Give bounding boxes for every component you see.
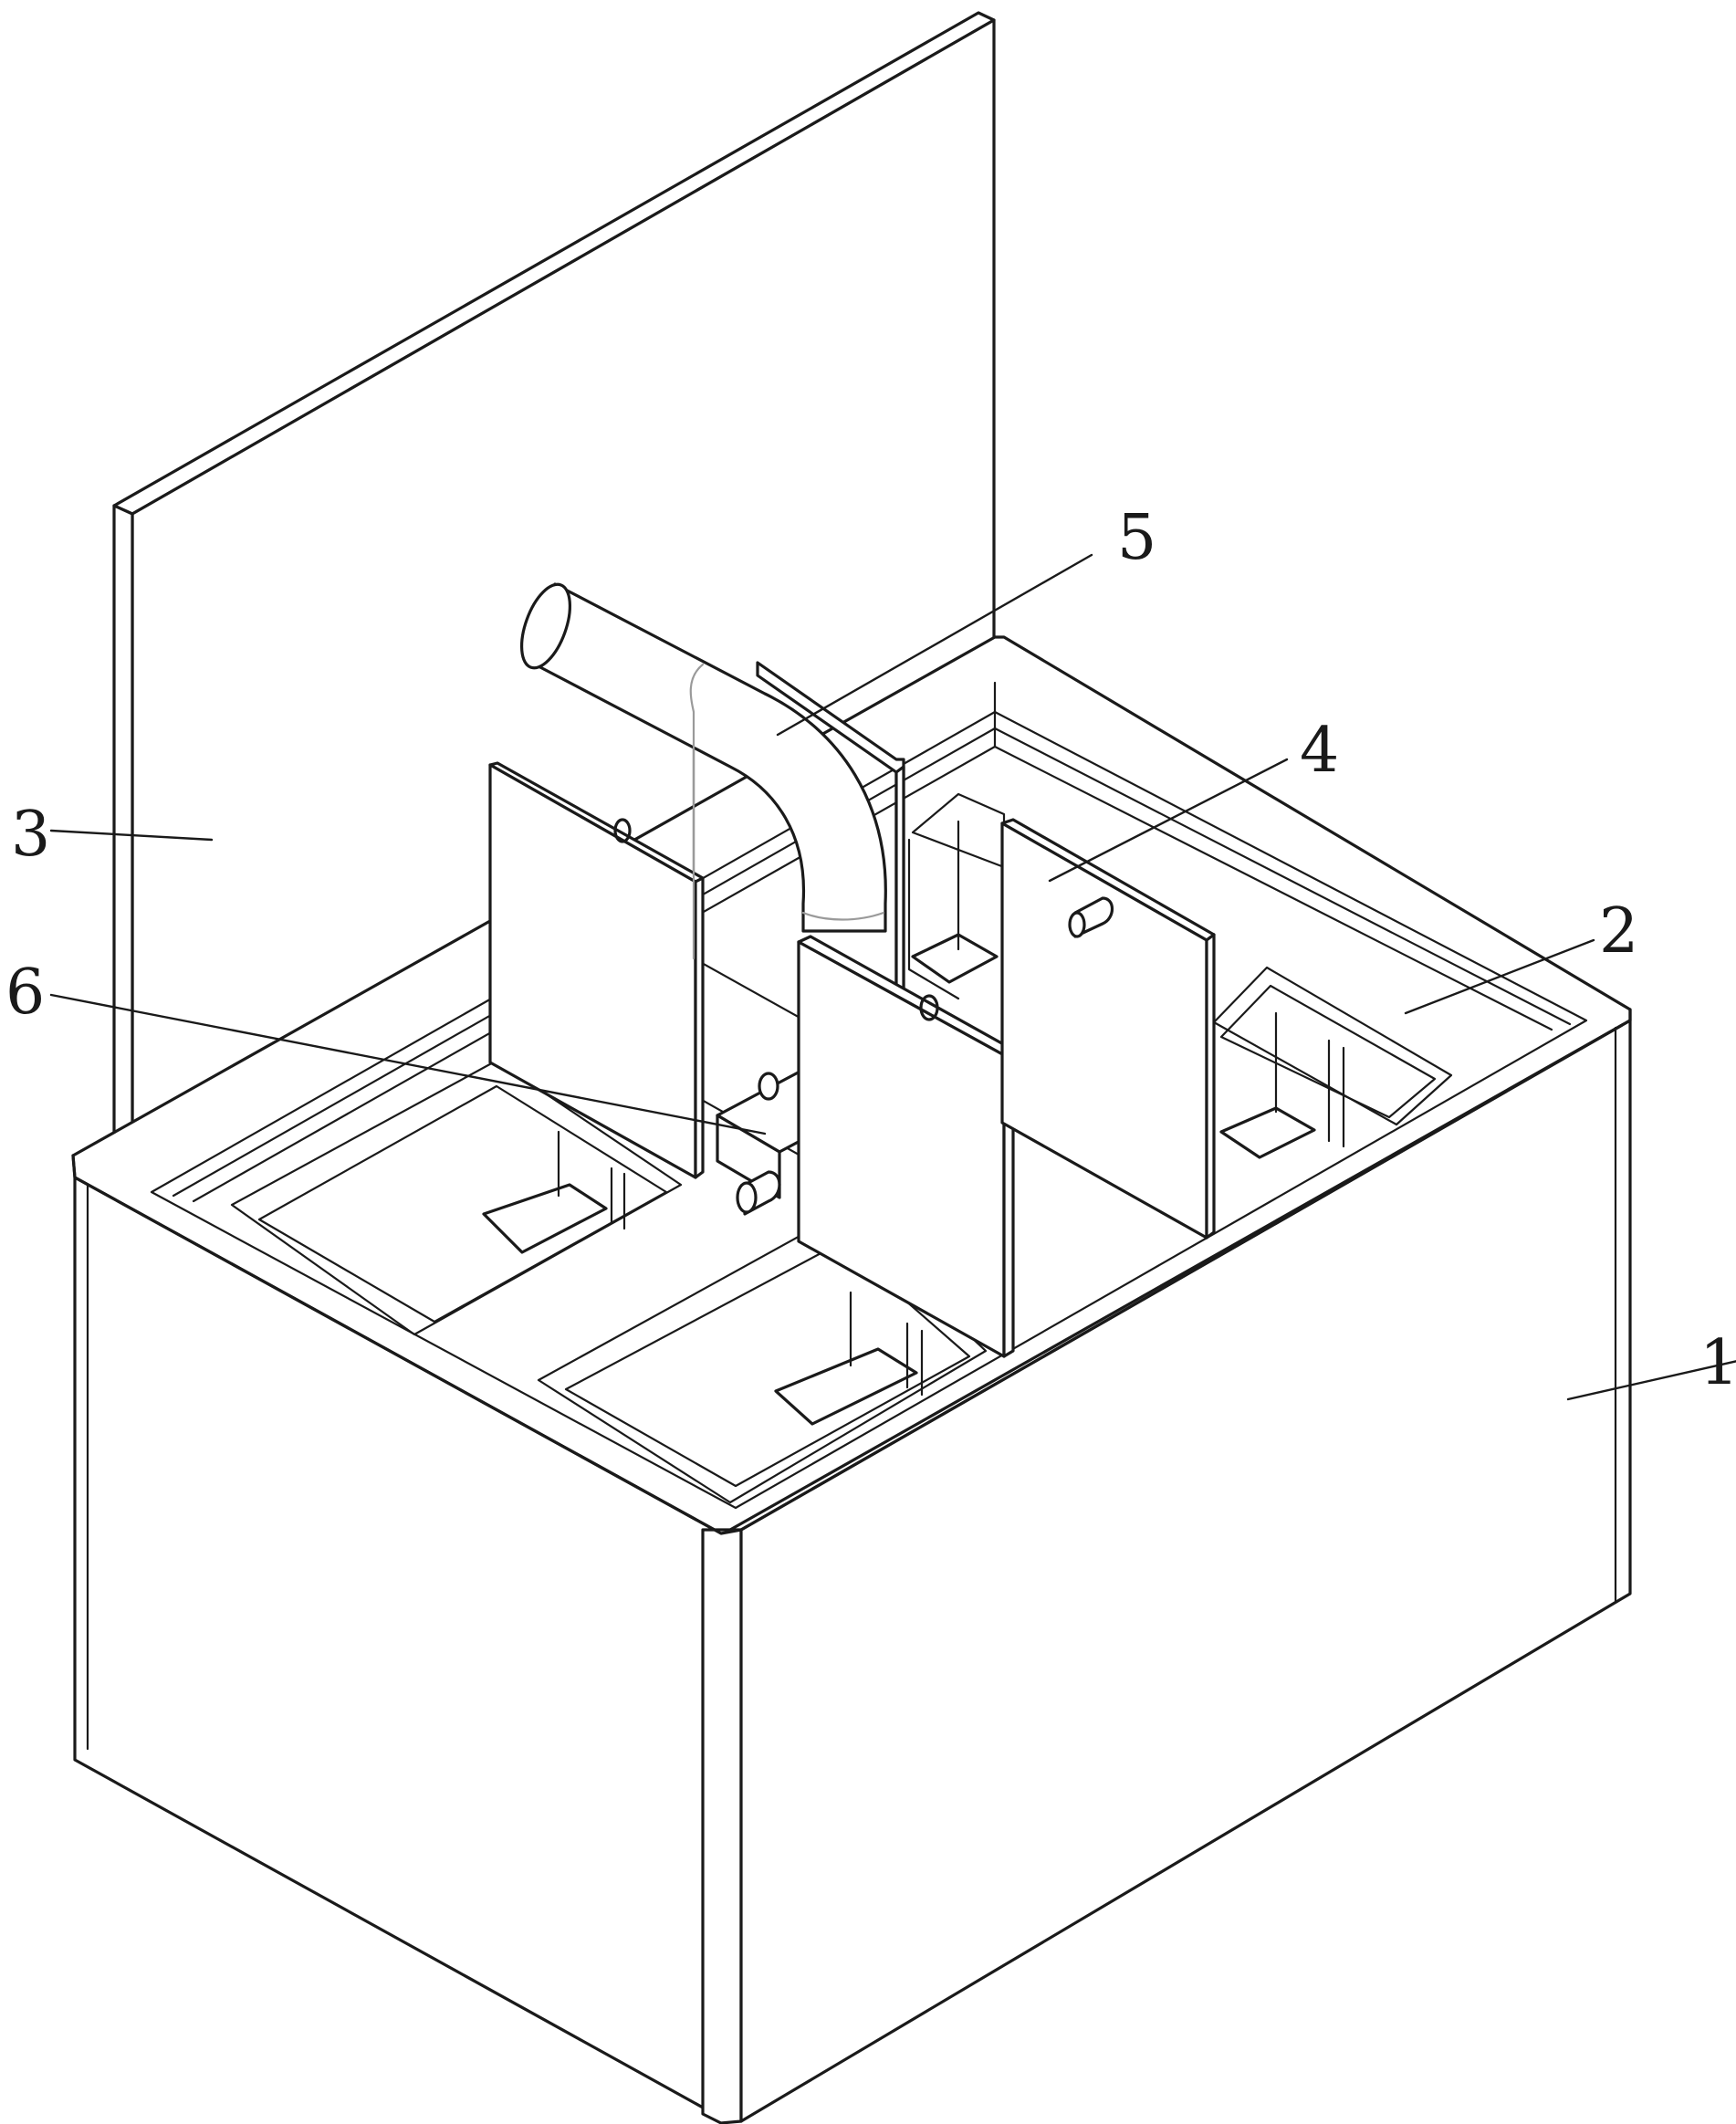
- left-plate: [488, 761, 705, 1179]
- label-3: 3: [11, 799, 50, 871]
- leader-3: [49, 829, 214, 842]
- leader-2: [1404, 938, 1595, 1015]
- label-2: 2: [1599, 895, 1638, 968]
- leader-4: [1048, 758, 1289, 883]
- label-6: 6: [5, 957, 45, 1029]
- label-5: 5: [1117, 502, 1156, 574]
- reference-numerals: 1 2 3 4 5 6: [5, 502, 1736, 1399]
- leader-1: [1566, 1360, 1736, 1401]
- center-plate: [797, 935, 1015, 1358]
- leader-lines: [49, 553, 1736, 1401]
- right-cell: [1212, 966, 1453, 1159]
- right-plate: [1000, 818, 1216, 1240]
- label-1: 1: [1699, 1327, 1736, 1399]
- label-4: 4: [1300, 715, 1339, 787]
- back-cell: [907, 792, 1006, 1000]
- front-cell: [537, 1212, 988, 1504]
- left-cell: [230, 1059, 683, 1336]
- leader-6: [49, 993, 767, 1135]
- suction-pipe: [520, 582, 887, 960]
- base-box: [71, 1008, 1632, 2124]
- leader-5: [776, 553, 1093, 737]
